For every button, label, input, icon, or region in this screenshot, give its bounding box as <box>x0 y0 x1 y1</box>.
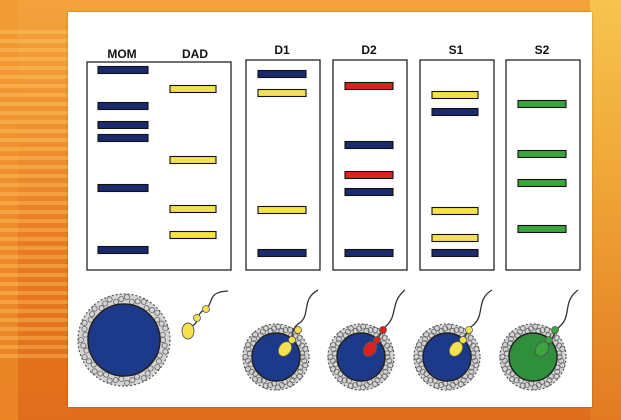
band-d1-yellow-3 <box>258 207 306 214</box>
band-s1-blue-2 <box>432 109 478 116</box>
lane-label-s2: S2 <box>535 43 550 57</box>
gel-box-d2 <box>333 60 407 270</box>
band-mom-blue-4 <box>98 135 148 142</box>
band-dad-yellow-3 <box>170 206 216 213</box>
band-d2-blue-4 <box>345 189 393 196</box>
sperm-dad-head <box>182 323 194 339</box>
lane-label-d1: D1 <box>274 43 290 57</box>
fertilization-illustrations <box>78 290 578 390</box>
band-d2-red-3 <box>345 172 393 179</box>
band-d2-red-1 <box>345 83 393 90</box>
band-s1-yellow-1 <box>432 92 478 99</box>
band-d1-yellow-2 <box>258 90 306 97</box>
band-s2-green-3 <box>518 180 566 187</box>
band-mom-blue-6 <box>98 247 148 254</box>
band-dad-yellow-2 <box>170 157 216 164</box>
band-d1-blue-4 <box>258 250 306 257</box>
egg-cell-mom <box>78 294 170 386</box>
egg-cell-d2 <box>328 290 405 390</box>
egg-cell-s1 <box>414 290 492 390</box>
band-d2-blue-2 <box>345 142 393 149</box>
band-s2-green-4 <box>518 226 566 233</box>
band-s2-green-2 <box>518 151 566 158</box>
band-d1-blue-1 <box>258 71 306 78</box>
band-s1-yellow-3 <box>432 208 478 215</box>
sperm-dad-dot-1 <box>203 306 210 313</box>
band-mom-blue-5 <box>98 185 148 192</box>
lane-label-mom: MOM <box>107 47 136 61</box>
gel-box-s2 <box>506 60 580 270</box>
gel-bands <box>98 67 566 257</box>
band-dad-yellow-4 <box>170 232 216 239</box>
egg-cell-s2 <box>500 290 578 390</box>
sperm-dad-dot-2 <box>194 315 201 322</box>
band-s1-yellow-4 <box>432 235 478 242</box>
band-mom-blue-2 <box>98 103 148 110</box>
egg-cell-d1 <box>243 290 318 390</box>
band-d2-blue-5 <box>345 250 393 257</box>
band-mom-blue-3 <box>98 122 148 129</box>
lane-label-s1: S1 <box>449 43 464 57</box>
lane-label-dad: DAD <box>182 47 208 61</box>
band-dad-yellow-1 <box>170 86 216 93</box>
band-mom-blue-1 <box>98 67 148 74</box>
band-s2-green-1 <box>518 101 566 108</box>
band-s1-blue-5 <box>432 250 478 257</box>
lane-label-d2: D2 <box>361 43 377 57</box>
